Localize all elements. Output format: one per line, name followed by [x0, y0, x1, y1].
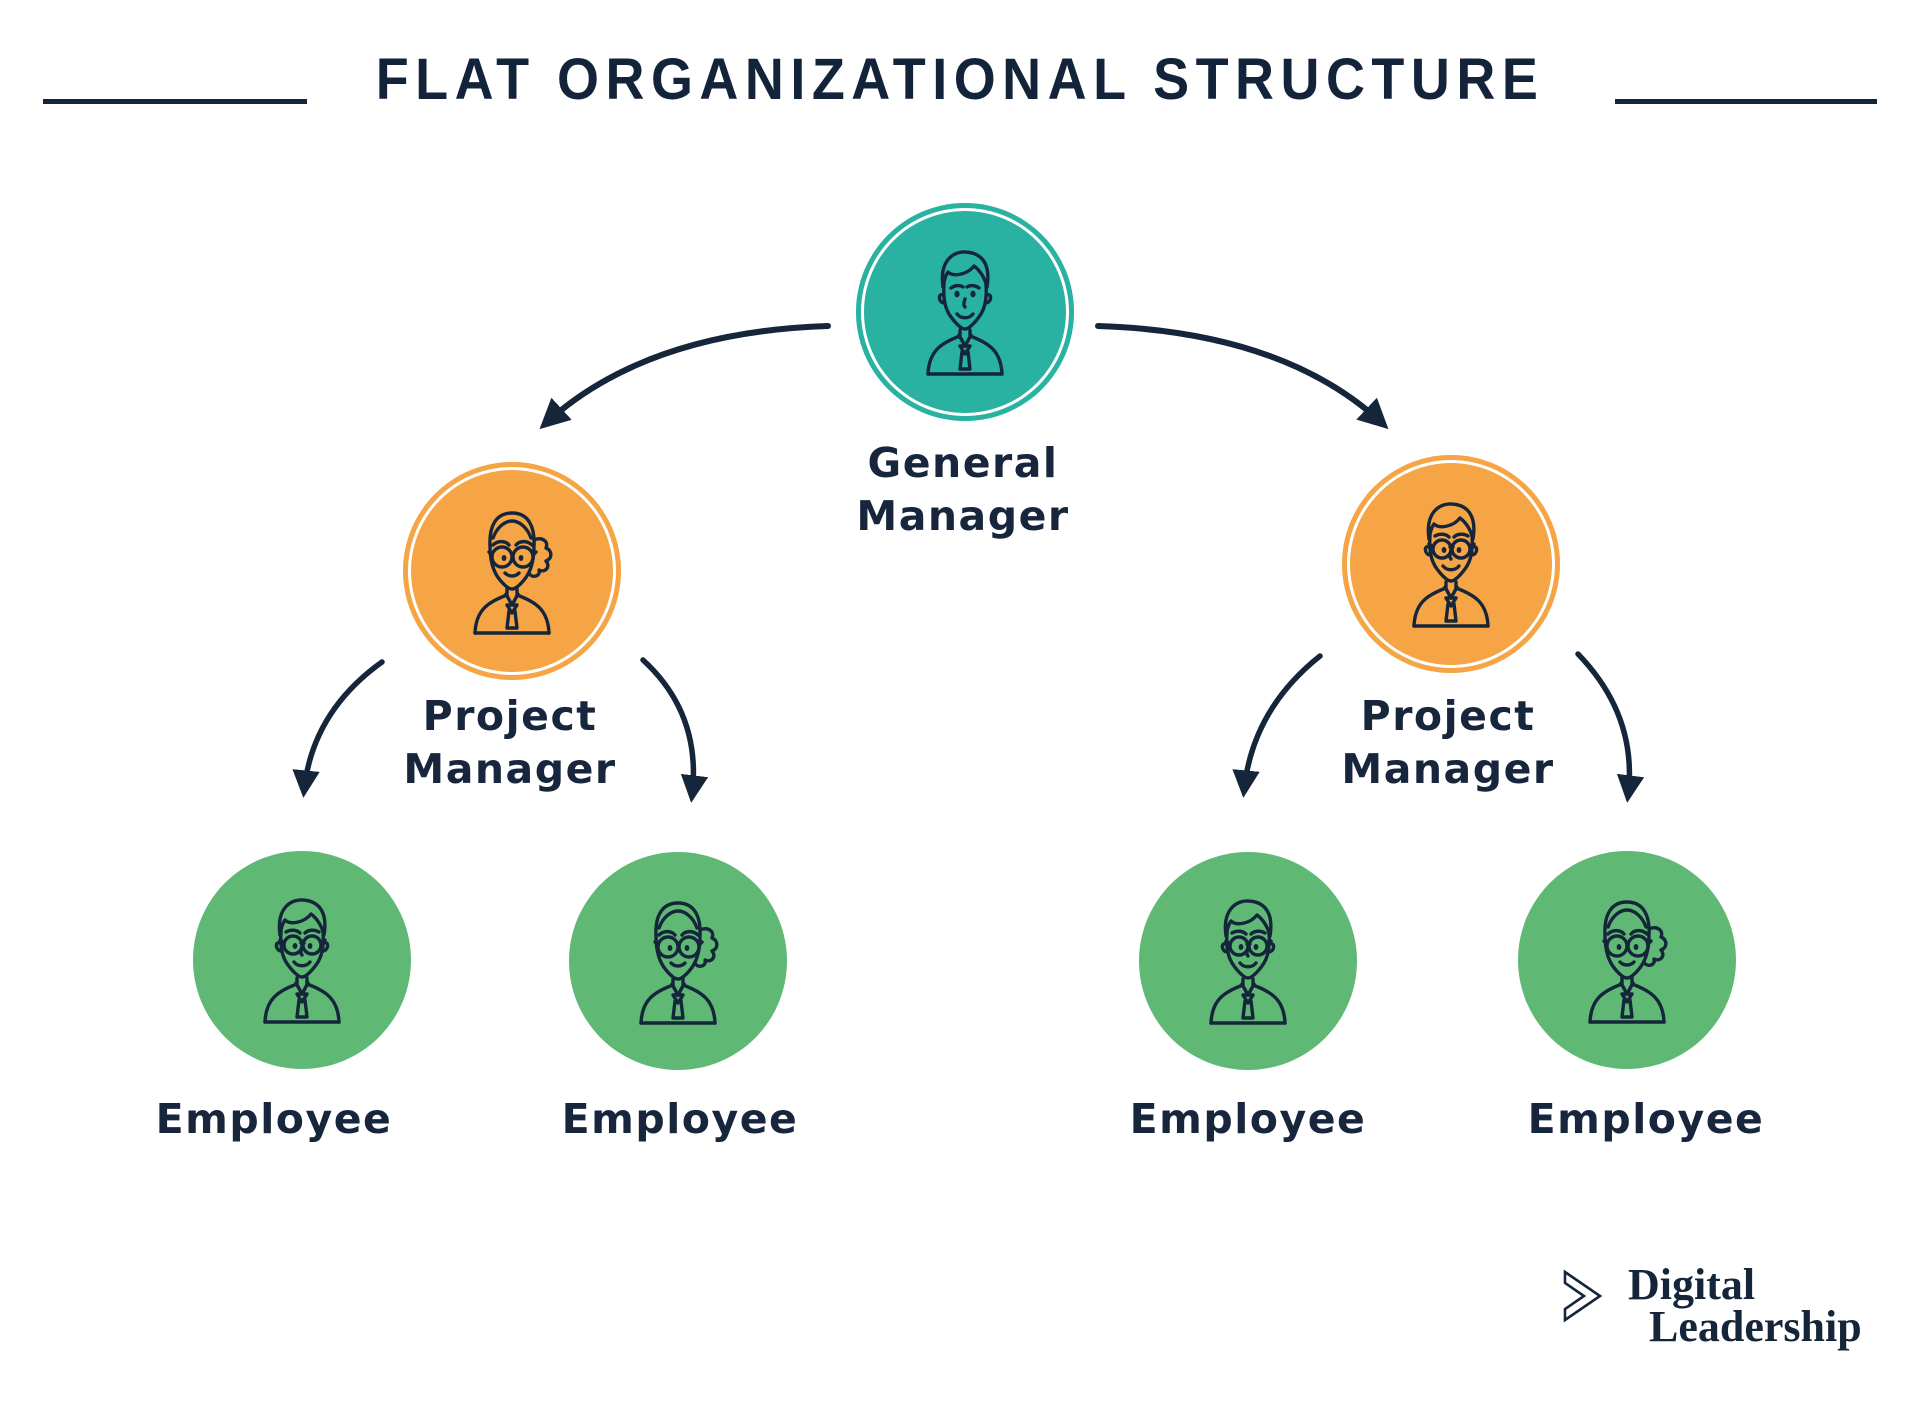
woman-glasses-icon: [628, 896, 728, 1026]
node-project-manager-left: [403, 462, 621, 680]
project-manager-left-label: Project Manager: [403, 692, 617, 793]
title-rule-right: [1615, 99, 1877, 104]
man-glasses-icon: [1198, 896, 1298, 1026]
node-project-manager-right: [1342, 455, 1560, 673]
brand-name: Digital Leadership: [1628, 1260, 1862, 1351]
man-glasses-icon: [252, 895, 352, 1025]
employee-1-circle: [193, 851, 411, 1069]
node-employee-2: [569, 852, 787, 1070]
employee-1-label: Employee: [155, 1095, 393, 1143]
man-glasses-icon: [1401, 499, 1501, 629]
arrow-pml-to-emp1: [292, 659, 385, 798]
node-employee-3: [1139, 852, 1357, 1070]
employee-2-label: Employee: [561, 1095, 799, 1143]
arrow-pmr-to-emp4: [1575, 651, 1645, 803]
title-rule-left: [43, 99, 307, 104]
general-manager-circle: [856, 203, 1074, 421]
woman-glasses-icon: [462, 506, 562, 636]
project-manager-right-circle: [1342, 455, 1560, 673]
arrow-gm-to-pm-left: [539, 323, 831, 430]
project-manager-right-label: Project Manager: [1341, 692, 1555, 793]
employee-3-circle: [1139, 852, 1357, 1070]
employee-2-circle: [569, 852, 787, 1070]
man-icon: [915, 247, 1015, 377]
page-title: FLAT ORGANIZATIONAL STRUCTURE: [375, 47, 1545, 112]
node-general-manager: [856, 203, 1074, 421]
brand-logo: Digital Leadership: [1562, 1260, 1862, 1351]
project-manager-left-circle: [403, 462, 621, 680]
node-employee-1: [193, 851, 411, 1069]
arrow-pmr-to-emp3: [1232, 653, 1323, 798]
woman-glasses-icon: [1577, 895, 1677, 1025]
arrow-pml-to-emp2: [640, 657, 709, 803]
employee-3-label: Employee: [1129, 1095, 1367, 1143]
general-manager-label: General Manager: [856, 439, 1070, 540]
arrow-gm-to-pm-right: [1095, 323, 1389, 430]
employee-4-circle: [1518, 851, 1736, 1069]
employee-4-label: Employee: [1527, 1095, 1765, 1143]
chevron-right-icon: [1563, 1269, 1603, 1323]
node-employee-4: [1518, 851, 1736, 1069]
